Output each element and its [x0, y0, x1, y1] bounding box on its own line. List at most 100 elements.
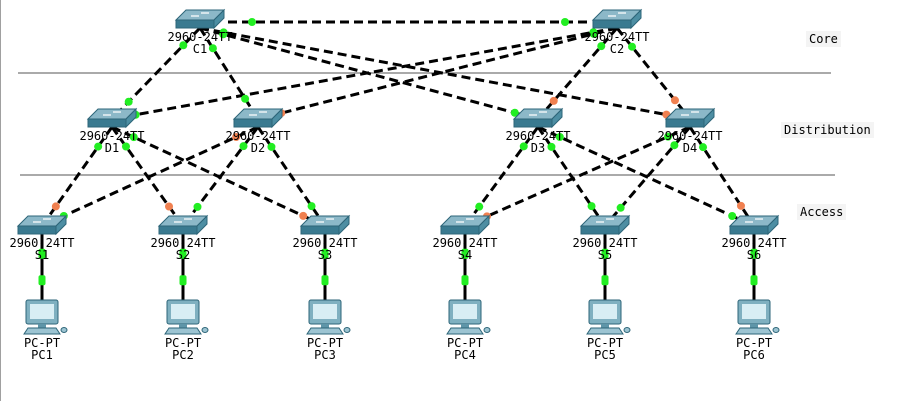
port-light-d1-up	[129, 133, 138, 142]
port-light-d3-up	[510, 108, 519, 117]
link-c2-d1[interactable]	[111, 26, 618, 121]
switch-name-label: S2	[176, 248, 190, 262]
port-light-d3-up	[519, 142, 528, 151]
port-light-d2-up	[267, 142, 276, 151]
switch-model-label: 2960-24TT	[292, 236, 357, 250]
port-light-s5-up	[587, 202, 596, 211]
port-light-d4-up	[699, 143, 708, 152]
link-d3-s6[interactable]	[537, 125, 755, 228]
keyboard-icon	[446, 327, 484, 335]
link-c2-d2[interactable]	[257, 26, 618, 121]
links-layer	[40, 20, 756, 300]
switch-icon-side	[618, 214, 630, 236]
monitor-stand	[750, 324, 758, 328]
pc-model-label: PC-PT	[447, 336, 483, 350]
monitor-screen	[742, 304, 766, 319]
switch-icon-front	[729, 225, 769, 235]
port-light-d3-up	[555, 132, 564, 141]
port-light-s3-blocking	[299, 211, 308, 220]
pc-model-label: PC-PT	[736, 336, 772, 350]
switch-icon-front	[87, 118, 127, 128]
pc-model-label: PC-PT	[587, 336, 623, 350]
port-light-c1-up	[179, 41, 188, 50]
switch-model-label: 2960-24TT	[721, 236, 786, 250]
layer-label-distribution: Distribution	[781, 122, 874, 138]
switch-arrows-icon	[191, 12, 209, 17]
port-light-pc1-up	[38, 275, 46, 286]
port-light-s2-up	[193, 202, 202, 211]
port-light-pc6-up	[750, 275, 758, 286]
port-light-d1-up	[124, 97, 133, 106]
layer-label-core: Core	[806, 31, 841, 47]
switch-model-label: 2960-24TT	[167, 30, 232, 44]
pc-model-label: PC-PT	[24, 336, 60, 350]
port-light-d2-blocking	[232, 132, 241, 141]
window-left-edge	[0, 0, 1, 401]
switch-icon-side	[478, 214, 490, 236]
port-light-s4-up	[475, 202, 484, 211]
switch-icon-side	[338, 214, 350, 236]
port-light-d2-up	[239, 142, 248, 151]
link-d2-s3[interactable]	[256, 126, 327, 227]
link-c2-d4[interactable]	[615, 27, 692, 120]
link-d3-s5[interactable]	[536, 126, 607, 227]
switch-icon-side	[213, 8, 225, 30]
port-light-c2-up	[628, 42, 637, 51]
switch-arrows-icon	[681, 111, 699, 116]
switch-icon-front	[175, 19, 215, 29]
switch-icon-front	[665, 118, 705, 128]
port-light-d4-blocking	[670, 96, 679, 105]
port-light-s6-up	[728, 212, 737, 221]
link-d4-s6[interactable]	[688, 126, 756, 227]
pc-name-label: PC2	[172, 348, 194, 362]
switch-name-label: S1	[35, 248, 49, 262]
switch-arrows-icon	[33, 218, 51, 223]
switch-icon-side	[703, 107, 715, 129]
port-light-d4-up	[664, 132, 673, 141]
port-light-pc2-up	[179, 275, 187, 286]
port-light-s3-up	[321, 248, 329, 259]
link-d2-s1[interactable]	[41, 125, 259, 228]
monitor-screen	[453, 304, 477, 319]
link-d1-s3[interactable]	[111, 125, 326, 228]
port-light-s2-up	[179, 248, 187, 259]
keyboard-icon	[306, 327, 344, 335]
switch-icon-side	[551, 107, 563, 129]
port-light-d1-up	[121, 142, 130, 151]
link-d4-s4[interactable]	[464, 125, 691, 228]
port-light-pc5-up	[601, 275, 609, 286]
switch-name-label: D1	[105, 141, 119, 155]
switch-name-label: D2	[251, 141, 265, 155]
mouse-icon	[60, 327, 68, 333]
switch-arrows-icon	[596, 218, 614, 223]
switch-icon-front	[580, 225, 620, 235]
link-c1-d2[interactable]	[198, 27, 260, 120]
port-light-d4-up	[670, 141, 679, 150]
pc-model-label: PC-PT	[165, 336, 201, 350]
layer-label-access: Access	[797, 204, 847, 220]
pc-model-label: PC-PT	[307, 336, 343, 350]
switch-arrows-icon	[249, 111, 267, 116]
pc-name-label: PC5	[594, 348, 616, 362]
switch-model-label: 2960-24TT	[584, 30, 649, 44]
port-light-s6-blocking	[736, 201, 745, 210]
